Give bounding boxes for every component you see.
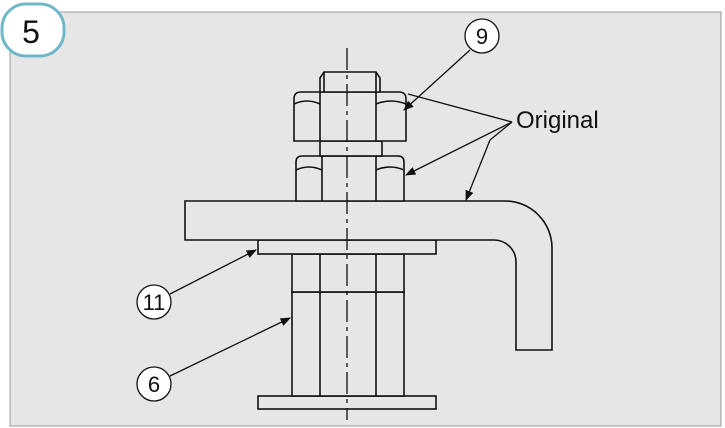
callout-9-label: 9 xyxy=(476,24,488,49)
callout-11: 11 xyxy=(136,249,257,320)
original-callout: Original xyxy=(405,93,599,201)
spacer-hex-body xyxy=(291,291,405,397)
callout-11-label: 11 xyxy=(143,290,166,315)
original-label: Original xyxy=(516,107,599,134)
step-badge: 5 xyxy=(0,2,66,58)
jam-nut-lower xyxy=(295,155,405,202)
callout-6-label: 6 xyxy=(148,372,160,397)
callout-6: 6 xyxy=(136,317,291,402)
original-bracket xyxy=(184,200,553,351)
threaded-stud-top xyxy=(319,71,381,93)
jam-nut-upper xyxy=(293,91,407,142)
lower-hex-nut xyxy=(291,253,405,293)
nut-collar xyxy=(319,140,383,157)
step-number: 5 xyxy=(22,14,40,50)
callout-9: 9 xyxy=(403,18,500,111)
